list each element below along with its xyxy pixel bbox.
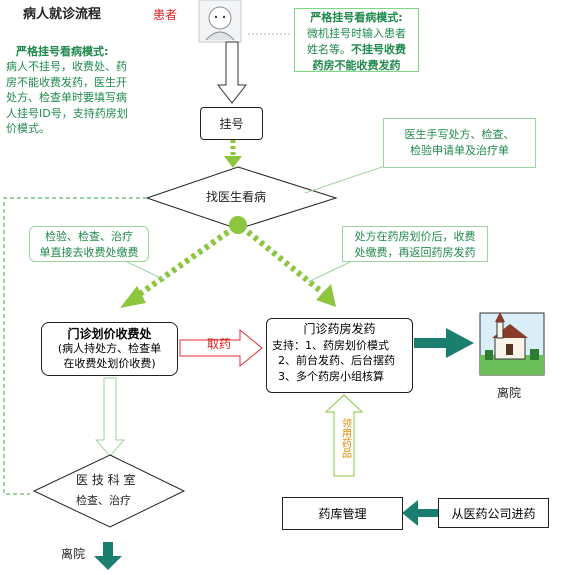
medtech-subtitle: 检查、治疗 <box>76 494 131 507</box>
callout-pointer-doctor <box>304 164 389 194</box>
top-note-line: 姓名等。不挂号收费 <box>295 42 418 58</box>
medtech-diamond <box>32 454 186 528</box>
register-label: 挂号 <box>219 117 244 131</box>
top-note: 严格挂号看病模式: 微机挂号时输入患者 姓名等。不挂号收费 药房不能收费发药 <box>294 8 419 72</box>
see-doctor-label: 找医生看病 <box>206 190 267 204</box>
arrow-pricing-to-pharmacy <box>179 328 263 368</box>
callout-line: 检验申请单及治疗单 <box>410 143 509 157</box>
arrow-register-to-doctor <box>224 140 242 168</box>
leave-hospital-right: 离院 <box>497 386 522 400</box>
callout-line: 处缴费，再返回药房发药 <box>354 245 476 259</box>
get-medicine-label: 取药 <box>207 337 232 351</box>
left-note: 严格挂号看病模式: 病人不挂号，收费处、药 房不能收费发药，医生开 处方、检查单… <box>6 44 176 136</box>
patient-avatar-icon <box>198 0 242 43</box>
arrow-avatar-to-register <box>216 41 248 104</box>
callout-line: 处方在药房划价后，收费 <box>354 230 476 243</box>
callout-line: 医生手写处方、检查、 <box>404 128 515 141</box>
supplier-box[interactable]: 从医药公司进药 <box>438 498 549 528</box>
arrow-doctor-to-pharmacy <box>246 229 336 307</box>
left-note-line: 价模式。 <box>6 121 50 135</box>
collect-medicine-label: 领用药品 <box>339 418 351 458</box>
warehouse-box[interactable]: 药库管理 <box>282 497 403 530</box>
arrow-exit-bottom <box>94 542 122 570</box>
branch-node <box>229 216 247 234</box>
callout-pharmacy-pricing: 处方在药房划价后，收费 处缴费，再返回药房发药 <box>342 226 488 262</box>
outpatient-pharmacy-box[interactable]: 门诊药房发药 支持：1、药房划价模式 2、前台发药、后台摆药 3、多个药房小组核… <box>266 318 413 393</box>
church-icon <box>479 312 545 376</box>
leave-hospital-bottom: 离院 <box>61 547 86 561</box>
left-note-line: 房不能收费发药，医生开 <box>6 75 127 89</box>
outpatient-pricing-line: (病人持处方、检查单 <box>57 342 162 356</box>
arrow-pricing-to-medtech <box>94 377 126 457</box>
callout-doctor-writes: 医生手写处方、检查、 检验申请单及治疗单 <box>383 118 536 168</box>
callout-pointer-direct-pay <box>122 259 166 281</box>
top-note-line3: 药房不能收费发药 <box>312 58 401 72</box>
register-box[interactable]: 挂号 <box>200 107 263 140</box>
loop-doctor-to-medtech <box>3 197 147 495</box>
top-note-heading: 严格挂号看病模式: <box>310 11 403 24</box>
top-note-line2-bold: 不挂号收费 <box>351 42 406 56</box>
medtech-title: 医 技 科 室 <box>76 473 136 487</box>
supplier-label: 从医药公司进药 <box>451 506 536 521</box>
top-note-line: 微机挂号时输入患者 <box>307 26 406 40</box>
page-title: 病人就诊流程 <box>23 7 102 22</box>
left-note-line: 处方、检查单时要填写病 <box>6 91 127 105</box>
callout-pointer-pharmacy <box>307 261 351 283</box>
arrow-pharmacy-to-exit <box>414 328 474 358</box>
outpatient-pricing-line: 在收费处划价收费) <box>63 357 156 371</box>
callout-line: 检验、检查、治疗 <box>45 230 133 243</box>
pharmacy-title: 门诊药房发药 <box>303 322 376 336</box>
arrow-warehouse-to-pharmacy <box>324 394 364 477</box>
outpatient-pricing-title: 门诊划价收费处 <box>67 327 152 341</box>
warehouse-label: 药库管理 <box>318 507 367 521</box>
top-note-line2-plain: 姓名等。 <box>307 42 351 56</box>
arrow-doctor-to-pricing <box>120 229 230 308</box>
left-note-line: 病人不挂号，收费处、药 <box>6 60 127 74</box>
outpatient-pricing-box[interactable]: 门诊划价收费处 (病人持处方、检查单 在收费处划价收费) <box>41 322 178 376</box>
arrow-supplier-to-warehouse <box>402 500 438 526</box>
left-note-heading: 严格挂号看病模式: <box>16 45 109 58</box>
pharmacy-support: 支持：1、药房划价模式 <box>272 338 389 352</box>
callout-line: 单直接去收费处缴费 <box>39 245 139 259</box>
pharmacy-item: 3、多个药房小组核算 <box>278 369 384 383</box>
callout-direct-pay: 检验、检查、治疗 单直接去收费处缴费 <box>29 226 149 262</box>
left-note-line: 人挂号ID号，支持药房划 <box>6 106 128 120</box>
pharmacy-item: 2、前台发药、后台摆药 <box>278 354 395 368</box>
patient-label: 患者 <box>153 8 178 22</box>
